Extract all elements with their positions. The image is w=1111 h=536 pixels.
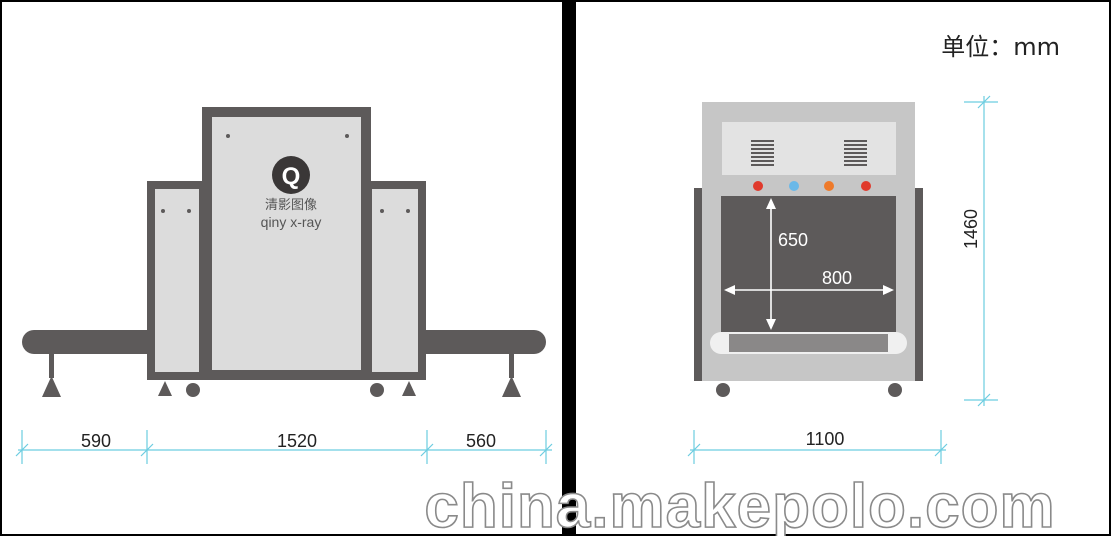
dim-label-overall-height: 1460 [961, 209, 981, 249]
foot-left [158, 381, 172, 396]
support-leg-left [42, 376, 61, 397]
dim-label-tunnel-height: 650 [778, 230, 808, 250]
front-side-column-left [694, 188, 704, 381]
brand-logo-icon [272, 156, 310, 194]
indicator-light-2 [789, 181, 799, 191]
front-wheel-left [716, 383, 730, 397]
dim-label-overall-width: 1100 [806, 429, 845, 449]
front-wheel-right [888, 383, 902, 397]
side-dimension-line [15, 430, 553, 464]
dim-label-body: 1520 [277, 431, 317, 451]
unit-label: 单位：mm [941, 33, 1060, 61]
brand-name-en: qiny x-ray [261, 214, 322, 230]
dim-label-outfeed: 560 [466, 431, 496, 451]
control-panel [722, 122, 896, 175]
side-view: Q 清影图像 qiny x-ray 590 1520 560 [15, 107, 553, 464]
brand-name-cn: 清影图像 [265, 198, 317, 213]
dim-label-infeed: 590 [81, 431, 111, 451]
tunnel-dimension-arrows [730, 204, 888, 326]
support-leg-right [502, 376, 521, 397]
brand-logo-letter: Q [282, 163, 301, 190]
indicator-light-1 [753, 181, 763, 191]
indicator-light-4 [861, 181, 871, 191]
wheel-left [186, 383, 200, 397]
foot-right [402, 381, 416, 396]
front-height-dimension-line [964, 95, 998, 407]
indicator-light-3 [824, 181, 834, 191]
tunnel-opening [721, 196, 896, 332]
dim-label-tunnel-width: 800 [822, 268, 852, 288]
front-width-dimension-line [687, 430, 948, 464]
wheel-right [370, 383, 384, 397]
front-view: 650 800 1100 1460 单位：mm [687, 33, 1060, 464]
vent-grille-right [844, 140, 867, 166]
front-side-column-right [913, 188, 923, 381]
watermark-text: china.makepolo.com [424, 472, 1055, 536]
vent-grille-left [751, 140, 774, 166]
